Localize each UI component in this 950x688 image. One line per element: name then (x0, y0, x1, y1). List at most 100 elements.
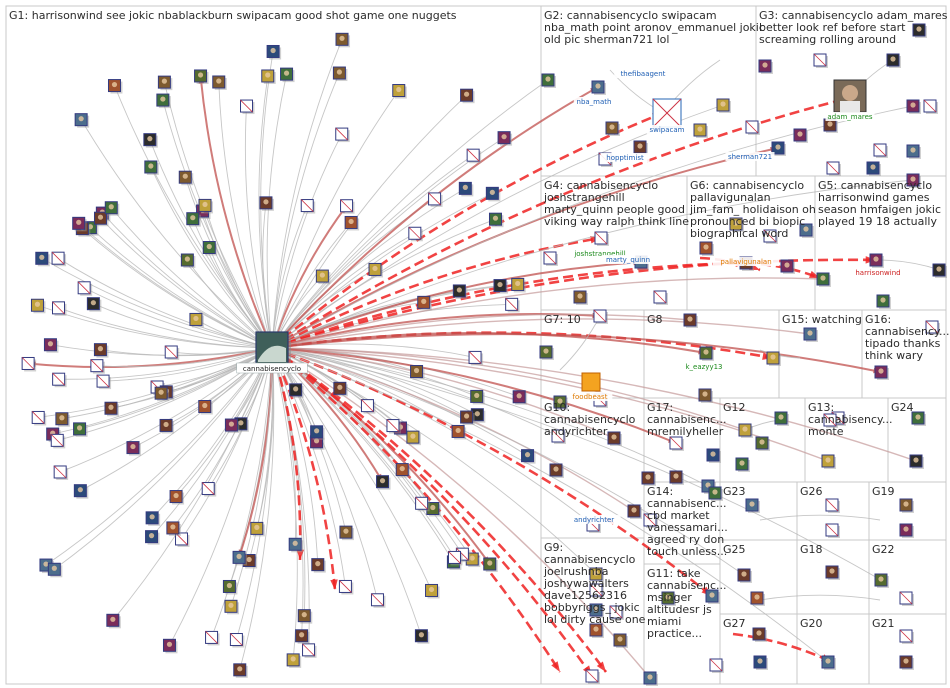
g1-user-node (410, 365, 425, 380)
g1-user-node (50, 433, 66, 449)
g1-user-node (338, 579, 354, 595)
g1-user-node (175, 532, 190, 547)
group-label-g11: miami (647, 615, 681, 628)
group-label-g9: lol dirty cause one (544, 613, 646, 626)
group-label-g11: msinger (647, 591, 692, 604)
user-node (541, 73, 556, 88)
user-node (911, 411, 926, 426)
edge (184, 177, 273, 349)
edge-arrow (296, 549, 305, 560)
group-label-g14: touch unless... (647, 545, 727, 558)
user-node (906, 99, 921, 114)
edge (41, 257, 273, 349)
edge (211, 347, 273, 638)
user-node (613, 633, 628, 648)
g1-user-node (198, 400, 213, 415)
g1-user-node (233, 663, 248, 678)
group-label-g21: G21 (872, 617, 895, 630)
user-node (589, 567, 604, 582)
user-node (803, 327, 818, 342)
g1-user-node (73, 484, 89, 499)
edge (271, 347, 346, 587)
g1-user-node (154, 386, 170, 402)
g1-user-node (311, 558, 326, 573)
g1-user-node (169, 490, 185, 505)
group-label-g4: G4: cannabisencyclo (544, 179, 658, 192)
g1-user-node (51, 251, 67, 267)
g1-user-node (335, 32, 351, 48)
edge (271, 133, 343, 349)
g1-user-node (289, 383, 304, 398)
g1-user-node (21, 356, 37, 372)
swipacam-node (652, 98, 682, 128)
g1-user-node (428, 192, 443, 207)
user-node (589, 603, 604, 618)
user-node (745, 120, 760, 135)
node-label-joshstrangehill: joshstrangehill (573, 250, 625, 258)
g1-user-node (261, 69, 276, 84)
group-label-g9: G9: (544, 541, 563, 554)
g1-user-node (43, 338, 59, 353)
group-label-g6: jim_fam_ holidaison oh (689, 203, 816, 216)
edge (271, 346, 608, 673)
g1-user-node (376, 475, 391, 490)
edge (271, 333, 882, 373)
g1-user-node (465, 552, 481, 568)
group-label-g9: joelrushnba (543, 565, 609, 578)
user-node (821, 454, 836, 469)
edge (45, 347, 273, 566)
user-node (755, 436, 770, 451)
g1-user-node (408, 226, 423, 242)
user-node (909, 454, 924, 469)
user-node (825, 565, 840, 580)
edge (78, 222, 273, 349)
group-label-g4: viking way ralph think line (544, 215, 689, 228)
edge (100, 217, 273, 349)
user-node (925, 320, 940, 335)
user-node (643, 513, 658, 528)
group-label-g13: G13: (808, 401, 834, 414)
edge (28, 347, 273, 369)
hub-label: cannabisencyclo (243, 365, 301, 373)
user-node (585, 669, 600, 684)
group-label-g6: pronounced bi biopic (690, 215, 805, 228)
g1-user-node (198, 198, 214, 214)
user-node (716, 98, 731, 113)
edge (271, 79, 549, 349)
user-node (899, 498, 914, 513)
g1-user-node (425, 583, 440, 599)
g1-user-node (224, 599, 239, 615)
user-node (825, 523, 840, 538)
g1-user-node (52, 301, 67, 316)
edge (271, 346, 594, 677)
user-node (609, 605, 624, 620)
group-label-g17: cannabisenc... (647, 413, 727, 426)
user-node (589, 583, 604, 598)
group-label-g2: G2: cannabisencyclo swipacam (544, 9, 717, 22)
g1-user-node (485, 186, 501, 202)
edge (230, 347, 273, 607)
g1-user-node (470, 389, 485, 405)
group-label-g12: G12 (723, 401, 746, 414)
g1-user-node (286, 653, 302, 668)
g1-user-node (344, 215, 360, 231)
group-label-g4: joshstrangehill (543, 191, 625, 204)
node-label-marty-quinn: marty_quinn (606, 256, 650, 264)
g1-user-node (157, 75, 173, 91)
user-node (876, 294, 891, 309)
g1-user-node (483, 557, 498, 573)
group-label-g9: bobbyriggs_ jokic (544, 601, 640, 614)
g1-user-node (156, 93, 171, 109)
g1-user-node (194, 69, 209, 84)
edge-arrow (330, 579, 338, 590)
g1-user-node (512, 390, 528, 405)
group-label-g17: mremilyheller (647, 425, 724, 438)
user-node (816, 272, 831, 287)
edge (80, 119, 273, 349)
node-label-swipacam: swipacam (649, 126, 684, 134)
g1-user-node (73, 422, 88, 437)
edge (102, 212, 273, 349)
group-label-g9: dave12562316 (544, 589, 627, 602)
g1-user-node (166, 521, 181, 536)
hub-node (255, 331, 291, 367)
